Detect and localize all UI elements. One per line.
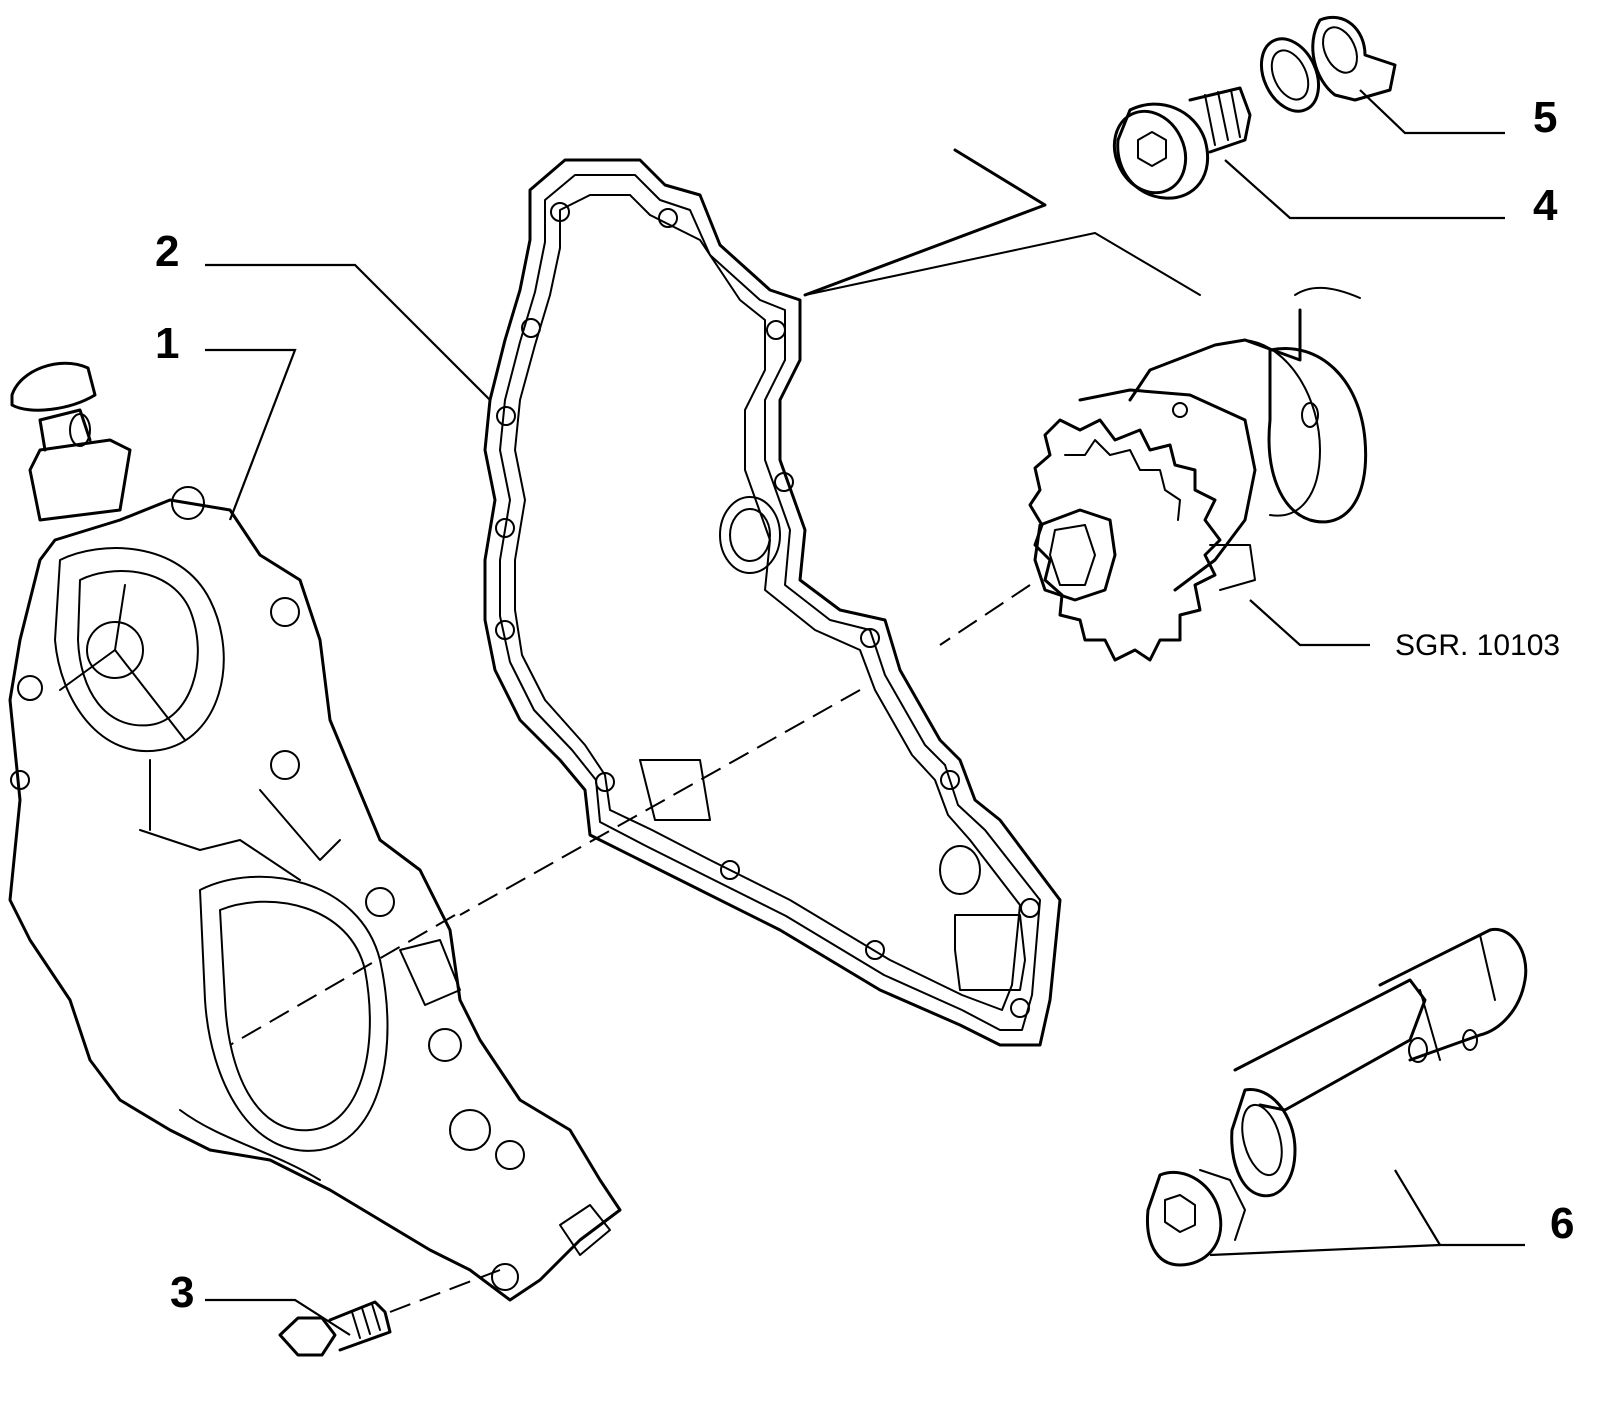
- callout-2: 2: [155, 227, 179, 276]
- callout-5: 5: [1533, 93, 1557, 142]
- assembly-axis-lines: [229, 584, 1031, 1313]
- part-4-plug: [1112, 86, 1252, 200]
- part-5-washer: [1259, 16, 1397, 113]
- reference-gear-assembly: [1028, 286, 1368, 662]
- callout-6: 6: [1550, 1199, 1574, 1248]
- callout-1: 1: [155, 319, 179, 368]
- reference-label: SGR. 10103: [1395, 629, 1560, 662]
- part-3-bolt: [278, 1300, 392, 1357]
- callout-3: 3: [170, 1268, 194, 1317]
- callout-4: 4: [1533, 181, 1558, 230]
- leader-lines: [205, 89, 1525, 1336]
- part-6-shaft-and-plug: [1145, 927, 1528, 1267]
- part-2-gasket: [483, 158, 1062, 1047]
- part-1-pump-housing: [8, 361, 622, 1302]
